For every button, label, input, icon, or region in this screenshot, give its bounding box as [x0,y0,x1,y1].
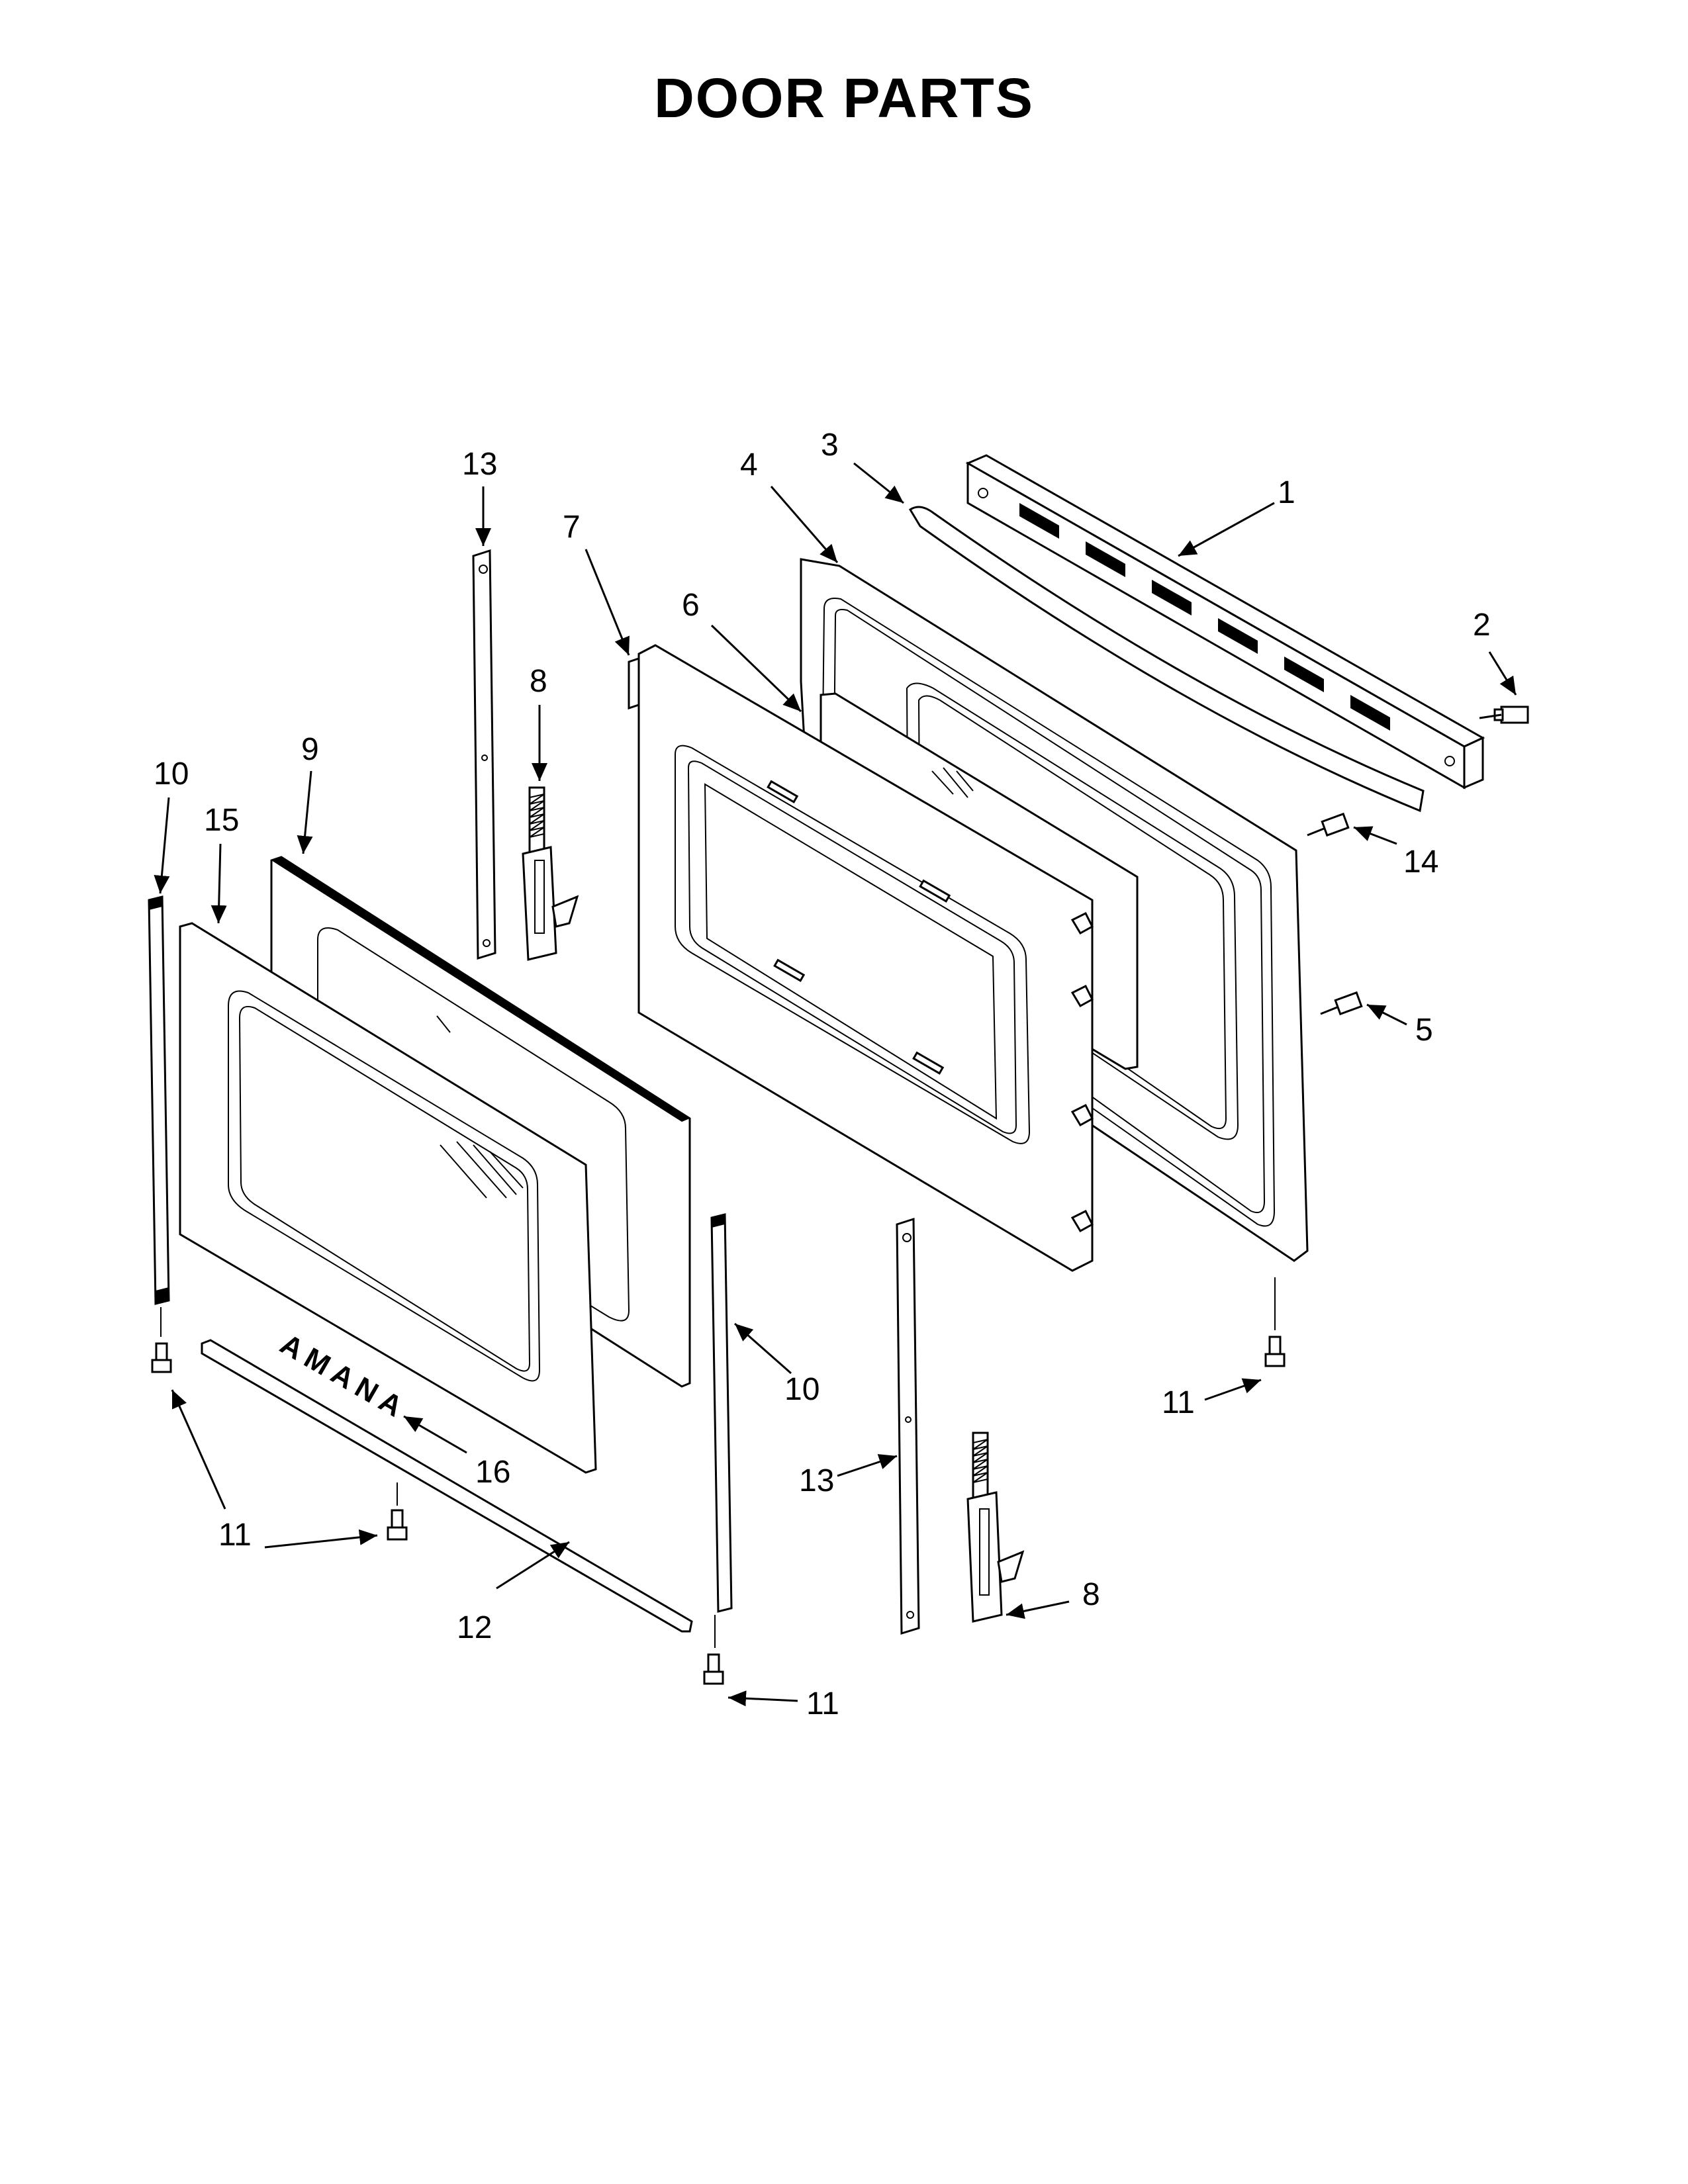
callout-5: 5 [1415,1013,1433,1048]
part-8-hinge-upper [522,786,579,961]
callout-2: 2 [1473,608,1491,643]
callout-8-upper: 8 [530,664,547,699]
part-14-screw [1307,812,1350,837]
part-8-hinge-lower [966,1432,1025,1623]
callout-16: 16 [475,1455,510,1490]
part-11-screw-bottom [703,1653,724,1685]
callout-12: 12 [457,1610,492,1645]
part-5-screw [1320,991,1363,1016]
callout-7: 7 [563,510,581,545]
part-11-screw-right [1264,1336,1286,1367]
part-13-hinge-channel-upper [472,549,496,960]
part-10-side-trim-right [710,1213,733,1613]
part-10-side-trim-left [148,895,170,1305]
callout-9: 9 [301,732,319,767]
part-1-vent-bracket [965,454,1485,790]
callout-11-left: 11 [218,1518,252,1553]
callout-11-right: 11 [1162,1385,1195,1420]
callout-15: 15 [204,803,239,838]
callout-6: 6 [682,588,700,623]
part-13-hinge-channel-lower [896,1217,920,1635]
callout-1: 1 [1278,475,1295,510]
callout-labels: 1 2 3 4 5 6 7 8 8 9 10 10 11 11 11 12 13… [154,428,1491,1721]
callout-3: 3 [821,428,839,463]
callout-8-lower: 8 [1082,1577,1100,1612]
callout-14: 14 [1403,844,1438,880]
leader-lines [154,462,1517,1707]
page-title: DOOR PARTS [654,67,1034,129]
part-11-screw-center [387,1509,408,1541]
callout-13-upper: 13 [462,447,497,482]
callout-13-lower: 13 [799,1463,834,1498]
callout-4: 4 [740,447,758,482]
part-11-screw-left [151,1342,172,1373]
part-3-trim [908,506,1425,813]
part-12-bottom-trim [201,1339,693,1633]
callout-10-right: 10 [784,1372,820,1407]
part-15-outer-panel [179,922,597,1474]
part-2-screw [1479,705,1529,724]
part-7-door-frame [628,644,1094,1272]
callout-11-bottom: 11 [806,1686,839,1721]
callout-10-left: 10 [154,756,189,792]
